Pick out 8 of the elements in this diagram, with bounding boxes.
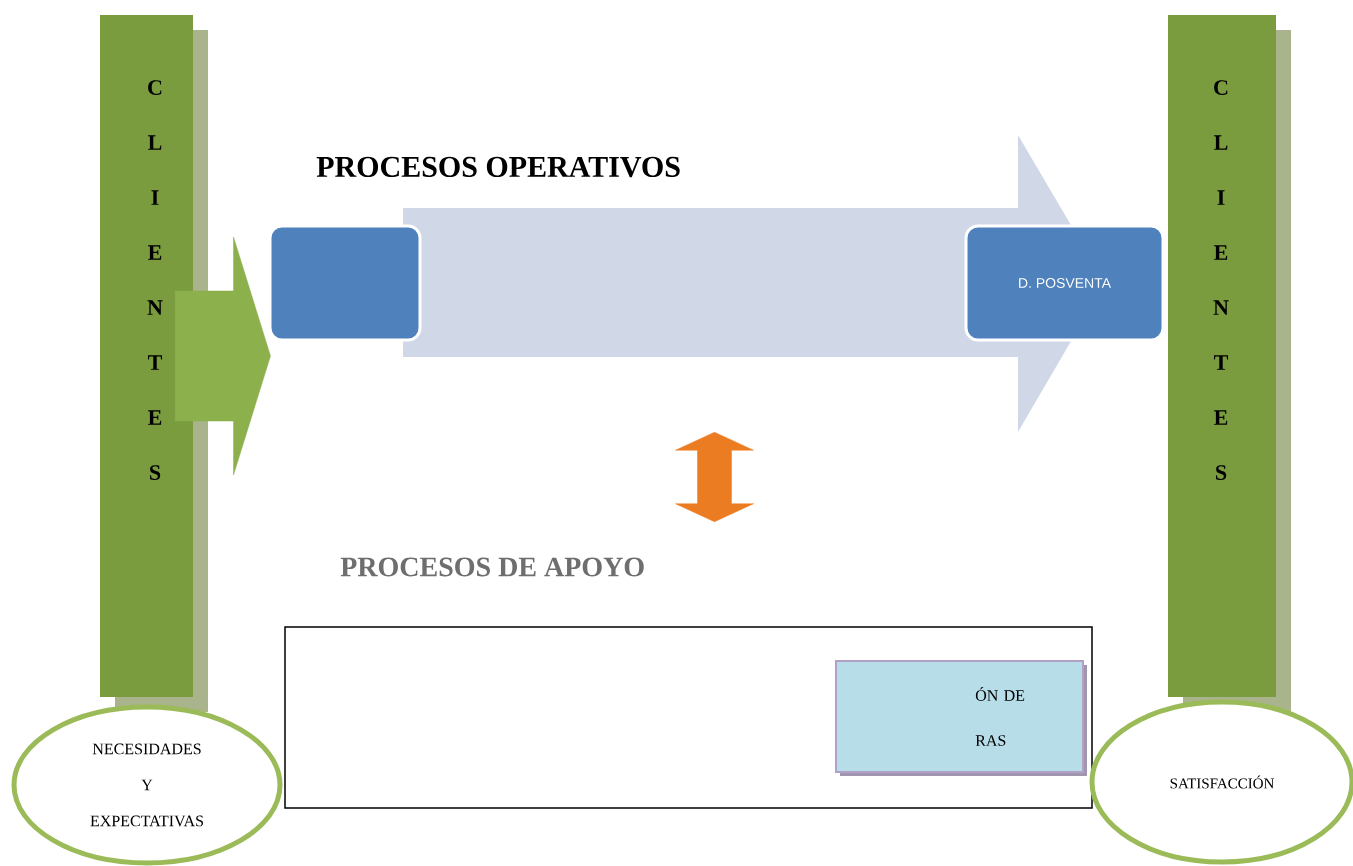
arrow [675, 431, 754, 522]
node-label: NECESIDADES Y EXPECTATIVAS [90, 743, 204, 827]
process-box: D. POSVENTA [964, 224, 1165, 342]
node-label: SATISFACCIÓN [1170, 775, 1275, 789]
heading: PROCESOS DE APOYO [340, 557, 644, 577]
process-box: ÓN DE RAS [835, 660, 1087, 776]
heading: PROCESOS OPERATIVOS [316, 156, 680, 178]
process-box [268, 224, 422, 342]
